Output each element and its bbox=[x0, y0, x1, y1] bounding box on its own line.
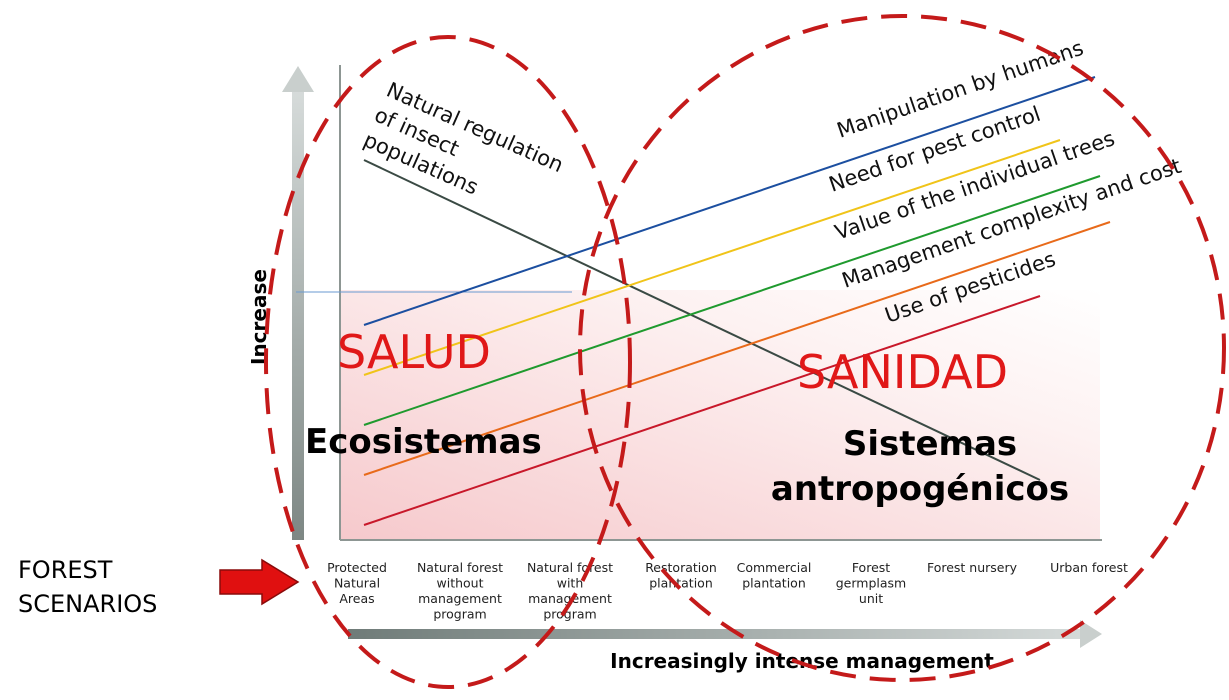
y-axis-arrow bbox=[292, 90, 304, 540]
scenario-label-line: Urban forest bbox=[1050, 560, 1128, 575]
background-gradient bbox=[340, 290, 1100, 540]
scenario-label-line: Forest nursery bbox=[927, 560, 1018, 575]
antropogenicos-label: antropogénicos bbox=[771, 469, 1069, 509]
scenario-label-line: Areas bbox=[339, 591, 374, 606]
scenario-label-line: plantation bbox=[742, 576, 806, 591]
x-arrow-head bbox=[1080, 620, 1102, 648]
scenario-label-line: Forest bbox=[852, 560, 890, 575]
red-arrow-icon bbox=[219, 558, 300, 606]
x-axis-label: Increasingly intense management bbox=[610, 649, 994, 673]
scenario-label-line: management bbox=[418, 591, 502, 606]
scenario-label-line: Commercial bbox=[737, 560, 812, 575]
line-need-for-pest-control bbox=[363, 139, 1061, 376]
scenario-label-line: with bbox=[557, 576, 584, 591]
forest-label: FOREST bbox=[18, 556, 113, 584]
x-axis-arrow bbox=[348, 629, 1088, 639]
line-value-of-trees bbox=[363, 175, 1101, 426]
scenarios-label: SCENARIOS bbox=[18, 590, 157, 618]
scenario-label-line: plantation bbox=[649, 576, 713, 591]
line-management-complexity bbox=[363, 221, 1111, 476]
y-arrow-head bbox=[282, 66, 314, 92]
scenario-label-line: management bbox=[528, 591, 612, 606]
scenario-label-line: Natural bbox=[334, 576, 380, 591]
line-manipulation-by-humans bbox=[363, 76, 1096, 326]
sistemas-label: Sistemas bbox=[843, 424, 1017, 464]
salud-ellipse bbox=[264, 35, 632, 689]
scenario-label-line: Natural forest bbox=[527, 560, 613, 575]
scenario-label-line: Restoration bbox=[645, 560, 717, 575]
line-use-of-pesticides bbox=[363, 295, 1041, 526]
ecosistemas-label: Ecosistemas bbox=[305, 422, 542, 462]
scenario-label-line: without bbox=[437, 576, 484, 591]
scenario-label-line: Protected bbox=[327, 560, 387, 575]
scenario-label-line: program bbox=[433, 607, 486, 622]
sanidad-ellipse bbox=[578, 14, 1226, 682]
sanidad-title: SANIDAD bbox=[797, 345, 1008, 399]
scenario-label: Urban forest bbox=[1050, 560, 1128, 575]
scenario-label-line: program bbox=[543, 607, 596, 622]
salud-title: SALUD bbox=[337, 325, 491, 379]
line-natural-regulation bbox=[363, 159, 1041, 481]
scenario-label-line: germplasm bbox=[836, 576, 906, 591]
scenario-label-line: unit bbox=[859, 591, 883, 606]
scenario-label-line: Natural forest bbox=[417, 560, 503, 575]
scenario-label: Forest nursery bbox=[927, 560, 1018, 575]
